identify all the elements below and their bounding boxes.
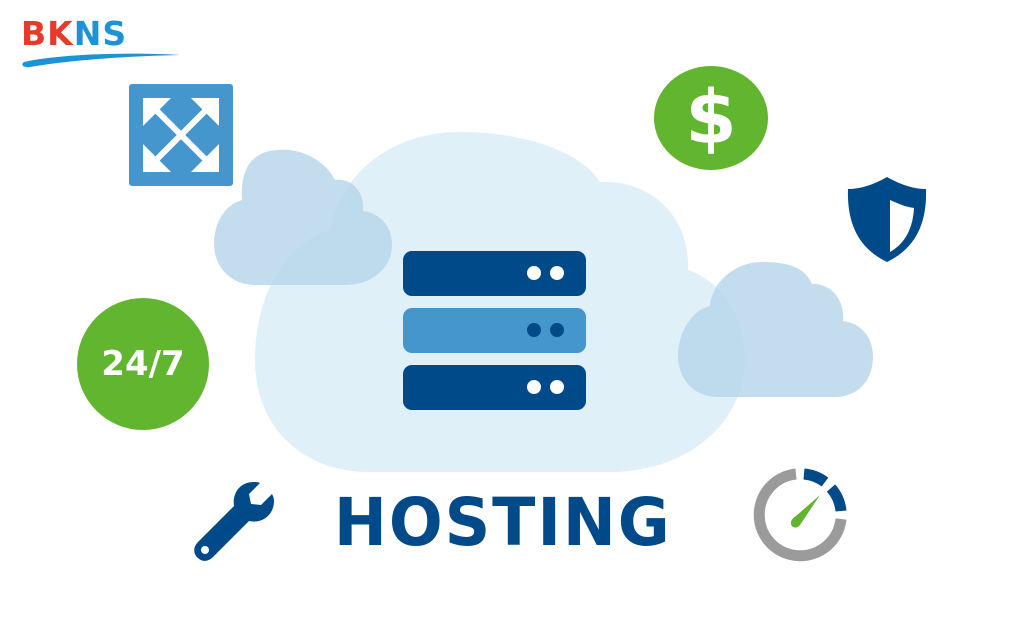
logo-text-ns: NS: [73, 14, 128, 53]
dollar-badge: [654, 66, 768, 170]
server-unit-middle: [403, 308, 586, 353]
page-title: HOSTING: [333, 484, 672, 561]
support-24-7-label: 24/7: [101, 344, 185, 384]
expand-arrows-icon: [129, 84, 233, 186]
server-unit-top: [403, 251, 586, 296]
small-cloud-left-icon: [214, 149, 392, 285]
server-stack-icon: [403, 251, 586, 410]
wrench-icon: [194, 482, 274, 561]
dollar-icon: $: [685, 75, 737, 161]
small-cloud-right-icon: [678, 262, 873, 397]
server-unit-bottom: [403, 365, 586, 410]
speedometer-icon: [753, 468, 847, 562]
shield-icon: [847, 177, 927, 262]
support-24-7-badge: [77, 298, 209, 430]
logo-swoosh-icon: [22, 53, 180, 68]
logo-wordmark: BKNS: [21, 14, 127, 54]
logo-text-bk: BK: [21, 14, 74, 53]
bkns-logo[interactable]: BKNS: [20, 14, 185, 70]
